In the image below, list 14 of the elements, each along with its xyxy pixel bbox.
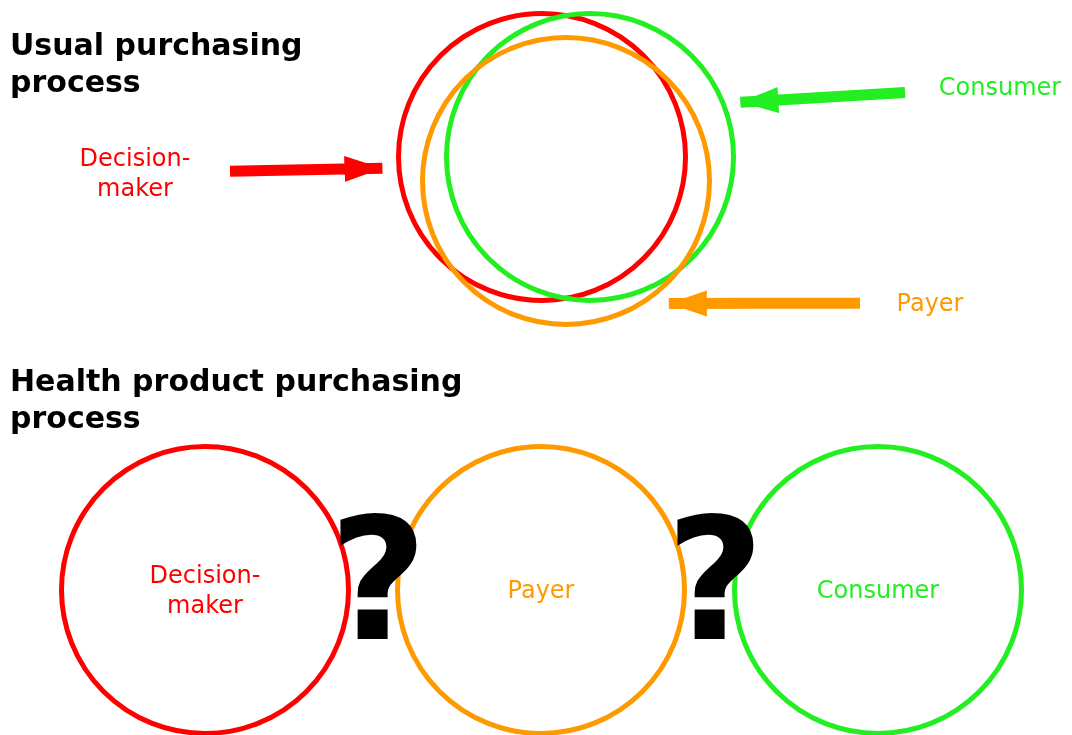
role-label: Payer bbox=[506, 575, 576, 605]
section-heading: Health product purchasing process bbox=[10, 362, 464, 436]
circle bbox=[444, 11, 736, 303]
circle bbox=[420, 35, 712, 327]
arrow bbox=[229, 155, 383, 182]
role-label: Payer bbox=[880, 288, 980, 318]
role-label: Consumer bbox=[925, 72, 1072, 102]
role-label: Decision-maker bbox=[60, 143, 210, 203]
circle bbox=[396, 11, 688, 303]
arrow bbox=[740, 87, 906, 113]
role-label: Consumer bbox=[815, 575, 941, 605]
role-label: Decision-maker bbox=[148, 560, 262, 620]
arrow bbox=[668, 290, 860, 317]
section-heading: Usual purchasing process bbox=[10, 26, 304, 100]
